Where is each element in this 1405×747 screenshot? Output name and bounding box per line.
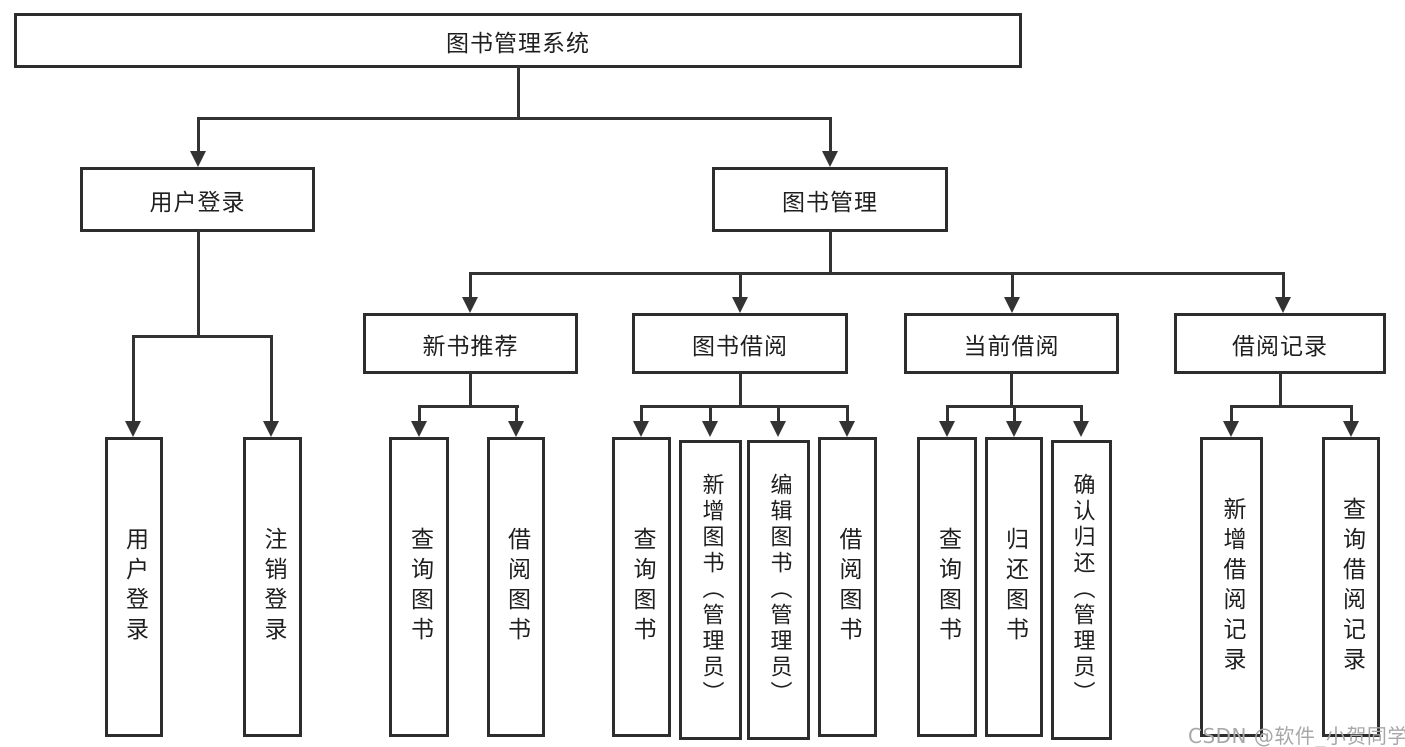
leaf-query-books-3: 查询图书 — [917, 437, 977, 737]
leaf-add-books-label: 新增图书（管理员） — [698, 473, 724, 707]
connector-to-leaf — [846, 405, 849, 425]
connector-to-user-login — [197, 117, 200, 153]
connector-to-leaf — [709, 405, 712, 425]
connector-new-book-recommend-stem — [469, 372, 472, 407]
leaf-edit-books: 编辑图书（管理员） — [747, 440, 810, 740]
arrowhead-to-leaf — [1223, 421, 1239, 437]
connector-to-book-borrow — [739, 272, 742, 300]
arrowhead-to-leaf — [633, 421, 649, 437]
connector-book-borrow-stem — [739, 372, 742, 407]
leaf-confirm-return: 确认归还（管理员） — [1051, 440, 1112, 740]
connector-to-leaf — [777, 405, 780, 425]
leaf-borrow-books-2-label: 借阅图书 — [835, 527, 861, 647]
leaf-add-borrow-record: 新增借阅记录 — [1200, 437, 1263, 737]
arrowhead-to-new-book-recommend — [462, 297, 478, 313]
connector-to-leaf — [1350, 405, 1353, 425]
node-root-label: 图书管理系统 — [446, 30, 590, 57]
node-root: 图书管理系统 — [14, 13, 1022, 68]
connector-to-leaf — [640, 405, 643, 425]
arrowhead-to-leaf — [508, 421, 524, 437]
node-borrow-records-label: 借阅记录 — [1232, 333, 1328, 360]
arrowhead-to-leaf — [411, 421, 427, 437]
leaf-confirm-return-label: 确认归还（管理员） — [1069, 473, 1095, 707]
connector-book-borrow-bar — [640, 405, 849, 408]
leaf-user-login-label: 用户登录 — [121, 527, 148, 647]
connector-to-leaf — [1080, 405, 1083, 425]
arrowhead-to-leaf-logout — [263, 421, 279, 437]
leaf-add-borrow-record-label: 新增借阅记录 — [1219, 497, 1245, 677]
connector-to-leaf — [1230, 405, 1233, 425]
node-new-book-recommend: 新书推荐 — [363, 313, 578, 374]
arrowhead-to-leaf — [1006, 421, 1022, 437]
leaf-logout: 注销登录 — [243, 437, 302, 737]
node-current-borrow: 当前借阅 — [904, 313, 1119, 374]
arrowhead-to-leaf — [839, 421, 855, 437]
connector-book-management-stem — [829, 230, 832, 274]
leaf-query-borrow-record-label: 查询借阅记录 — [1338, 497, 1365, 677]
leaf-query-books-2: 查询图书 — [612, 437, 671, 737]
arrowhead-to-user-login — [190, 151, 206, 167]
connector-to-leaf — [946, 405, 949, 425]
node-book-management: 图书管理 — [712, 167, 948, 232]
node-current-borrow-label: 当前借阅 — [963, 333, 1060, 360]
arrowhead-to-leaf-user-login — [125, 421, 141, 437]
connector-borrow-records-stem — [1279, 372, 1282, 407]
node-book-management-label: 图书管理 — [782, 189, 878, 216]
leaf-edit-books-label: 编辑图书（管理员） — [766, 473, 792, 707]
node-borrow-records: 借阅记录 — [1174, 313, 1386, 374]
leaf-query-books-1-label: 查询图书 — [406, 527, 433, 647]
arrowhead-to-book-borrow — [732, 297, 748, 313]
connector-to-leaf — [1013, 405, 1016, 425]
connector-borrow-records-bar — [1230, 405, 1352, 408]
arrowhead-to-leaf — [939, 421, 955, 437]
leaf-query-borrow-record: 查询借阅记录 — [1322, 437, 1380, 737]
leaf-return-books-label: 归还图书 — [1001, 527, 1028, 647]
leaf-query-books-3-label: 查询图书 — [934, 527, 961, 647]
arrowhead-to-book-management — [822, 151, 838, 167]
arrowhead-to-current-borrow — [1004, 297, 1020, 313]
connector-to-borrow-records — [1282, 272, 1285, 300]
leaf-query-books-2-label: 查询图书 — [629, 527, 655, 647]
connector-book-management-bar — [469, 272, 1284, 275]
connector-to-leaf-user-login — [132, 335, 135, 425]
connector-user-login-bar — [132, 335, 273, 338]
connector-to-book-management — [829, 117, 832, 153]
connector-to-leaf-logout — [270, 335, 273, 425]
leaf-query-books-1: 查询图书 — [389, 437, 449, 737]
leaf-borrow-books-2: 借阅图书 — [818, 437, 877, 737]
leaf-borrow-books-1-label: 借阅图书 — [503, 527, 530, 647]
leaf-borrow-books-1: 借阅图书 — [487, 437, 545, 737]
arrowhead-to-leaf — [770, 421, 786, 437]
leaf-logout-label: 注销登录 — [260, 527, 286, 647]
node-user-login: 用户登录 — [80, 167, 315, 232]
connector-user-login-stem — [197, 230, 200, 337]
arrowhead-to-leaf — [1343, 421, 1359, 437]
leaf-add-books: 新增图书（管理员） — [679, 440, 742, 740]
leaf-return-books: 归还图书 — [985, 437, 1043, 737]
csdn-watermark: CSDN @软件_小贺同学 — [1188, 724, 1405, 747]
arrowhead-to-leaf — [702, 421, 718, 437]
connector-to-leaf — [515, 405, 518, 425]
node-book-borrow: 图书借阅 — [632, 313, 848, 374]
node-user-login-label: 用户登录 — [149, 189, 246, 216]
arrowhead-to-borrow-records — [1275, 297, 1291, 313]
connector-new-book-recommend-bar — [418, 405, 519, 408]
connector-to-leaf — [418, 405, 421, 425]
node-book-borrow-label: 图书借阅 — [692, 333, 788, 360]
connector-root-stem — [517, 66, 520, 119]
connector-current-borrow-stem — [1010, 372, 1013, 407]
connector-root-bar — [197, 117, 832, 120]
connector-to-current-borrow — [1011, 272, 1014, 300]
leaf-user-login: 用户登录 — [105, 437, 163, 737]
node-new-book-recommend-label: 新书推荐 — [422, 333, 519, 360]
arrowhead-to-leaf — [1073, 421, 1089, 437]
connector-to-new-book-recommend — [469, 272, 472, 300]
